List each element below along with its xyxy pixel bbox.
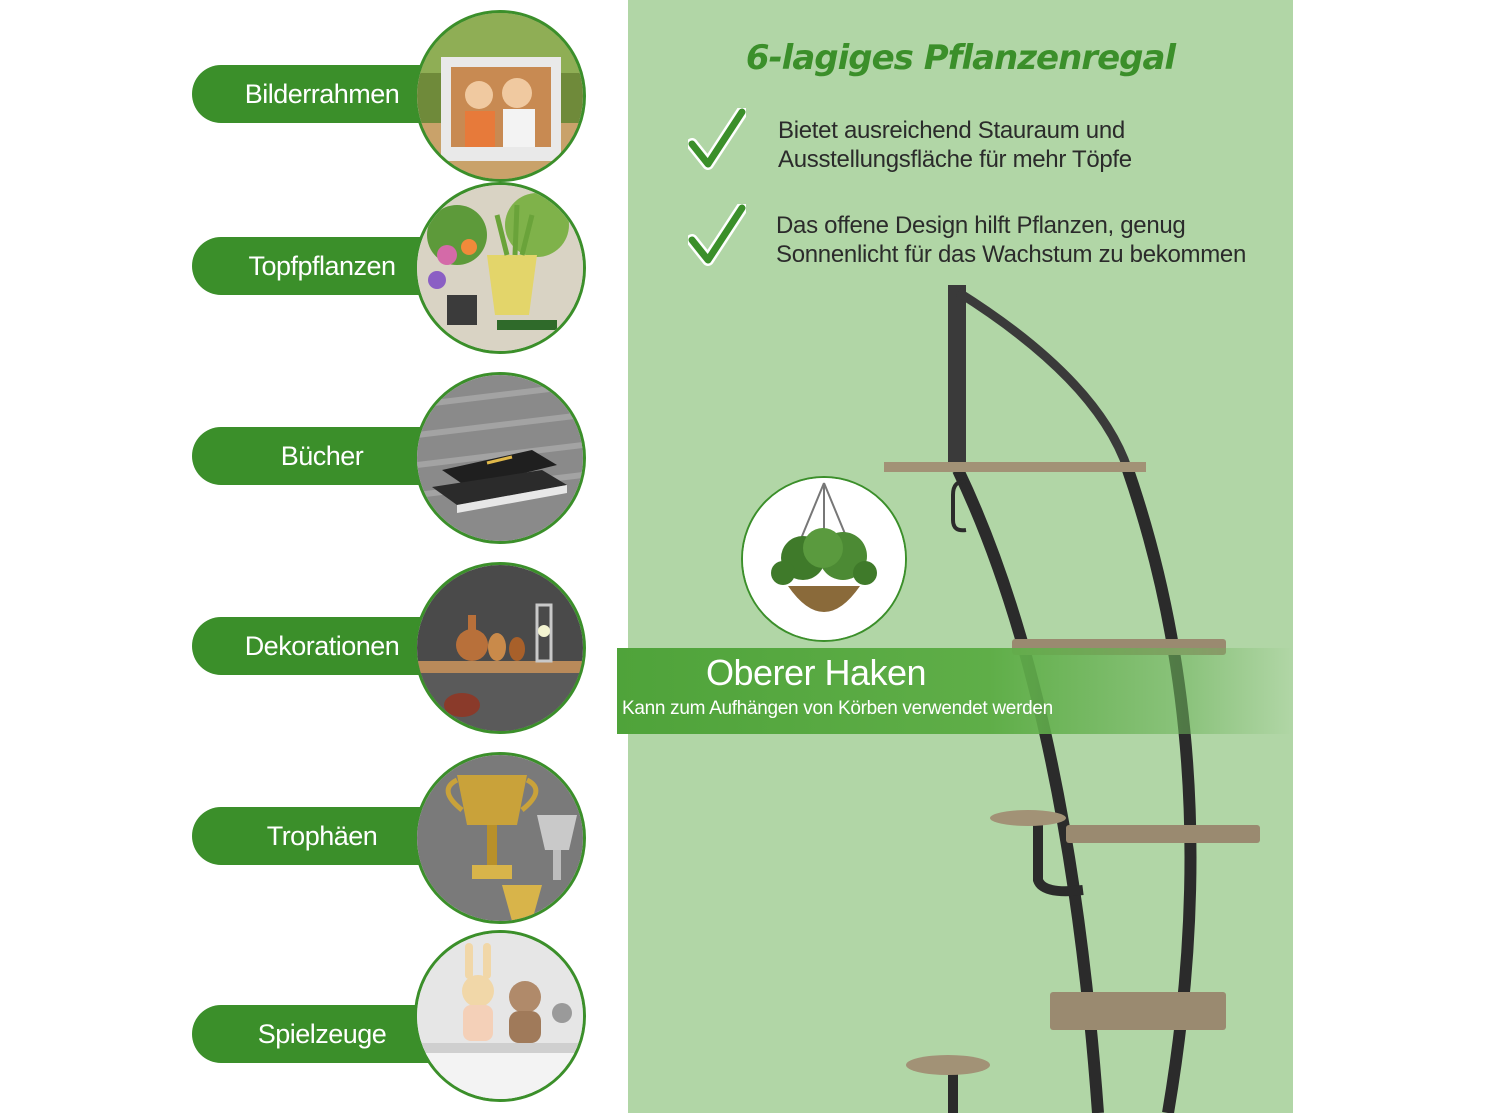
usage-item-spielzeuge: Spielzeuge xyxy=(192,930,586,1102)
panel-title: 6-lagiges Pflanzenregal xyxy=(745,38,1176,78)
usage-item-trophaeen: Trophäen xyxy=(192,752,586,924)
usage-item-buecher: Bücher xyxy=(192,372,586,544)
hanging-basket-icon xyxy=(741,476,907,642)
checkmark-icon xyxy=(688,108,746,170)
toys-icon xyxy=(414,930,586,1102)
banner-subtitle: Kann zum Aufhängen von Körben verwendet … xyxy=(622,698,1053,719)
trophies-icon xyxy=(414,752,586,924)
feature-text: Bietet ausreichend Stauraum und Ausstell… xyxy=(778,117,1132,173)
usage-item-dekorationen: Dekorationen xyxy=(192,562,586,734)
feature-item: Das offene Design hilft Pflanzen, genug … xyxy=(688,204,1248,304)
picture-frame-icon xyxy=(414,10,586,182)
books-icon xyxy=(414,372,586,544)
potted-plants-icon xyxy=(414,182,586,354)
usage-item-topfpflanzen: Topfpflanzen xyxy=(192,182,586,354)
feature-text: Das offene Design hilft Pflanzen, genug … xyxy=(776,212,1247,268)
upper-hook-banner: Oberer Haken Kann zum Aufhängen von Körb… xyxy=(617,648,1293,734)
feature-item: Bietet ausreichend Stauraum und Ausstell… xyxy=(688,108,1248,178)
product-panel: 6-lagiges Pflanzenregal Bietet ausreiche… xyxy=(628,0,1293,1113)
plant-shelf-illustration xyxy=(884,285,1260,1113)
decorations-icon xyxy=(414,562,586,734)
checkmark-icon xyxy=(688,204,746,266)
banner-title: Oberer Haken xyxy=(705,652,927,693)
usage-item-bilderrahmen: Bilderrahmen xyxy=(192,10,586,182)
